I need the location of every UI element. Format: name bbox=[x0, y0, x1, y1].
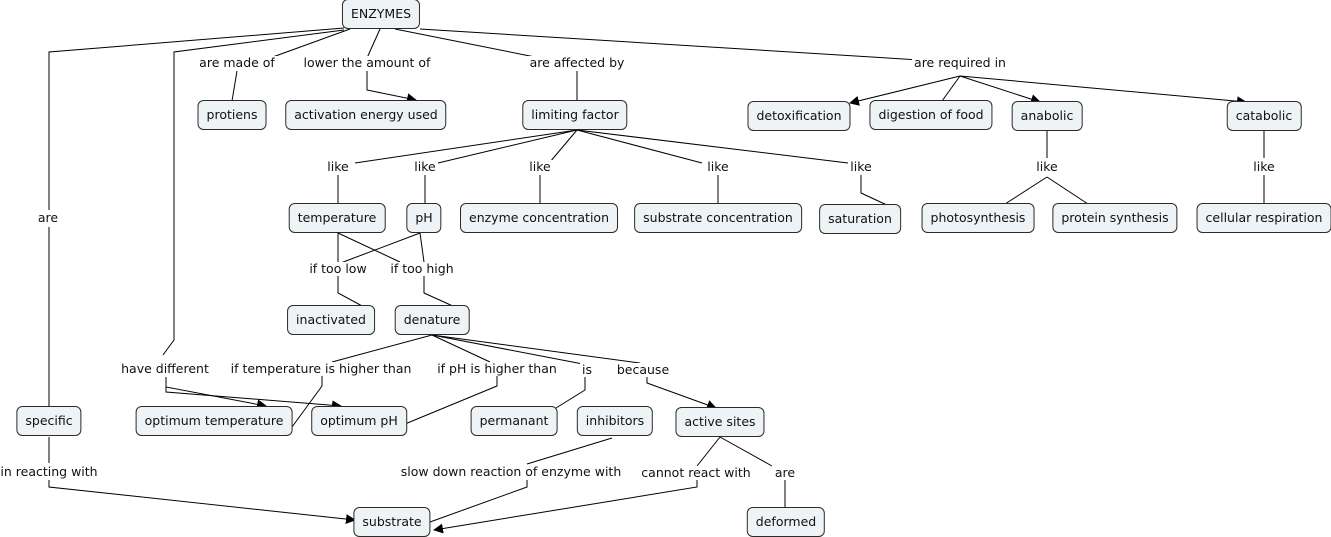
link-like-catabolic: like bbox=[1251, 159, 1277, 174]
link-like-enzyme-conc: like bbox=[527, 159, 553, 174]
link-are-made-of: are made of bbox=[197, 55, 277, 70]
link-are-required-in: are required in bbox=[912, 55, 1008, 70]
line-like-saturation bbox=[860, 175, 890, 207]
line-have-different-opt-temp bbox=[165, 377, 267, 410]
line-required-anabolic bbox=[959, 75, 1041, 104]
concept-active-sites[interactable]: active sites bbox=[675, 407, 765, 437]
link-like-anabolic: like bbox=[1034, 159, 1060, 174]
concept-saturation[interactable]: saturation bbox=[819, 204, 901, 234]
line-too-high-denature bbox=[423, 276, 456, 308]
line-enzymes-have-different bbox=[162, 29, 345, 356]
link-are-affected-by: are affected by bbox=[527, 55, 627, 70]
concept-enzymes[interactable]: ENZYMES bbox=[341, 0, 421, 29]
concept-detoxification[interactable]: detoxification bbox=[747, 101, 851, 131]
concept-anabolic[interactable]: anabolic bbox=[1011, 101, 1083, 131]
line-limiting-like1 bbox=[354, 129, 578, 164]
line-active-are bbox=[719, 436, 773, 467]
link-are-deformed: are bbox=[772, 465, 798, 480]
line-enzymes-are-made-of bbox=[269, 28, 351, 59]
line-required-detox bbox=[849, 75, 961, 106]
line-is-permanant bbox=[555, 376, 586, 409]
line-enzymes-affected bbox=[394, 28, 541, 59]
concept-cellular-respiration[interactable]: cellular respiration bbox=[1196, 203, 1331, 233]
link-like-temperature: like bbox=[325, 159, 351, 174]
line-denature-if-ph bbox=[431, 334, 491, 363]
link-lower-the-amount-of: lower the amount of bbox=[301, 55, 433, 70]
line-inhibitors-slow-down bbox=[526, 437, 613, 465]
line-limiting-like3 bbox=[549, 129, 578, 163]
line-limiting-like2 bbox=[437, 129, 578, 164]
line-enzymes-lower bbox=[366, 28, 381, 59]
link-if-temperature-higher: if temperature is higher than bbox=[228, 361, 414, 376]
line-like-protein-synthesis bbox=[1046, 176, 1089, 205]
concept-enzyme-concentration[interactable]: enzyme concentration bbox=[460, 203, 618, 233]
link-like-ph: like bbox=[412, 159, 438, 174]
link-slow-down-reaction: slow down reaction of enzyme with bbox=[398, 464, 624, 479]
line-active-cannot bbox=[696, 436, 721, 467]
line-denature-because bbox=[431, 334, 641, 364]
concept-specific[interactable]: specific bbox=[16, 406, 82, 436]
line-made-of-protiens bbox=[231, 70, 238, 102]
concept-inactivated[interactable]: inactivated bbox=[287, 305, 375, 335]
line-lower-activation bbox=[366, 71, 417, 104]
concept-limiting-factor[interactable]: limiting factor bbox=[522, 100, 628, 130]
link-if-too-low: if too low bbox=[307, 261, 369, 276]
link-like-saturation: like bbox=[848, 159, 874, 174]
concept-digestion-of-food[interactable]: digestion of food bbox=[869, 100, 993, 130]
line-required-catabolic bbox=[959, 75, 1247, 107]
line-enzymes-required bbox=[419, 28, 921, 61]
line-in-reacting-substrate bbox=[48, 480, 356, 525]
line-like-photosynthesis bbox=[1004, 176, 1048, 205]
concept-denature[interactable]: denature bbox=[394, 305, 470, 335]
concept-activation-energy[interactable]: activation energy used bbox=[285, 100, 447, 130]
link-have-different: have different bbox=[119, 361, 211, 376]
link-because: because bbox=[614, 362, 672, 377]
line-limiting-like4 bbox=[576, 129, 703, 164]
line-ph-too-high bbox=[419, 232, 425, 263]
line-cannot-substrate bbox=[433, 480, 698, 534]
line-denature-is bbox=[431, 334, 589, 366]
link-like-substrate-conc: like bbox=[705, 159, 731, 174]
line-if-temp-opt-temp bbox=[291, 376, 323, 428]
link-if-too-high: if too high bbox=[388, 261, 456, 276]
link-in-reacting-with: in reacting with bbox=[0, 464, 100, 479]
line-slow-down-substrate bbox=[429, 480, 528, 523]
concept-temperature[interactable]: temperature bbox=[288, 203, 386, 233]
concept-photosynthesis[interactable]: photosynthesis bbox=[921, 203, 1035, 233]
line-limiting-like5 bbox=[576, 129, 849, 164]
concept-catabolic[interactable]: catabolic bbox=[1226, 101, 1302, 131]
line-denature-if-temp bbox=[331, 334, 433, 363]
concept-deformed[interactable]: deformed bbox=[746, 507, 826, 537]
concept-ph[interactable]: pH bbox=[406, 203, 442, 233]
concept-protiens[interactable]: protiens bbox=[197, 100, 267, 130]
concept-inhibitors[interactable]: inhibitors bbox=[576, 406, 654, 436]
link-if-ph-higher: if pH is higher than bbox=[435, 361, 559, 376]
line-too-low-inactivated bbox=[337, 276, 365, 308]
concept-substrate[interactable]: substrate bbox=[353, 507, 431, 537]
concept-substrate-concentration[interactable]: substrate concentration bbox=[634, 203, 802, 233]
link-are-left: are bbox=[35, 210, 61, 225]
line-ph-too-low bbox=[337, 232, 421, 265]
link-cannot-react-with: cannot react with bbox=[639, 465, 753, 480]
link-is: is bbox=[580, 362, 594, 377]
concept-optimum-ph[interactable]: optimum pH bbox=[311, 406, 407, 436]
line-if-ph-opt-ph bbox=[404, 376, 498, 425]
line-temp-too-high bbox=[337, 232, 401, 263]
line-enzymes-are bbox=[48, 27, 345, 210]
concept-permanant[interactable]: permanant bbox=[470, 406, 558, 436]
line-because-active-sites bbox=[646, 377, 717, 410]
line-have-different-opt-ph bbox=[165, 377, 342, 411]
concept-protein-synthesis[interactable]: protein synthesis bbox=[1052, 203, 1178, 233]
concept-optimum-temperature[interactable]: optimum temperature bbox=[135, 406, 293, 436]
line-required-digestion bbox=[941, 75, 961, 102]
